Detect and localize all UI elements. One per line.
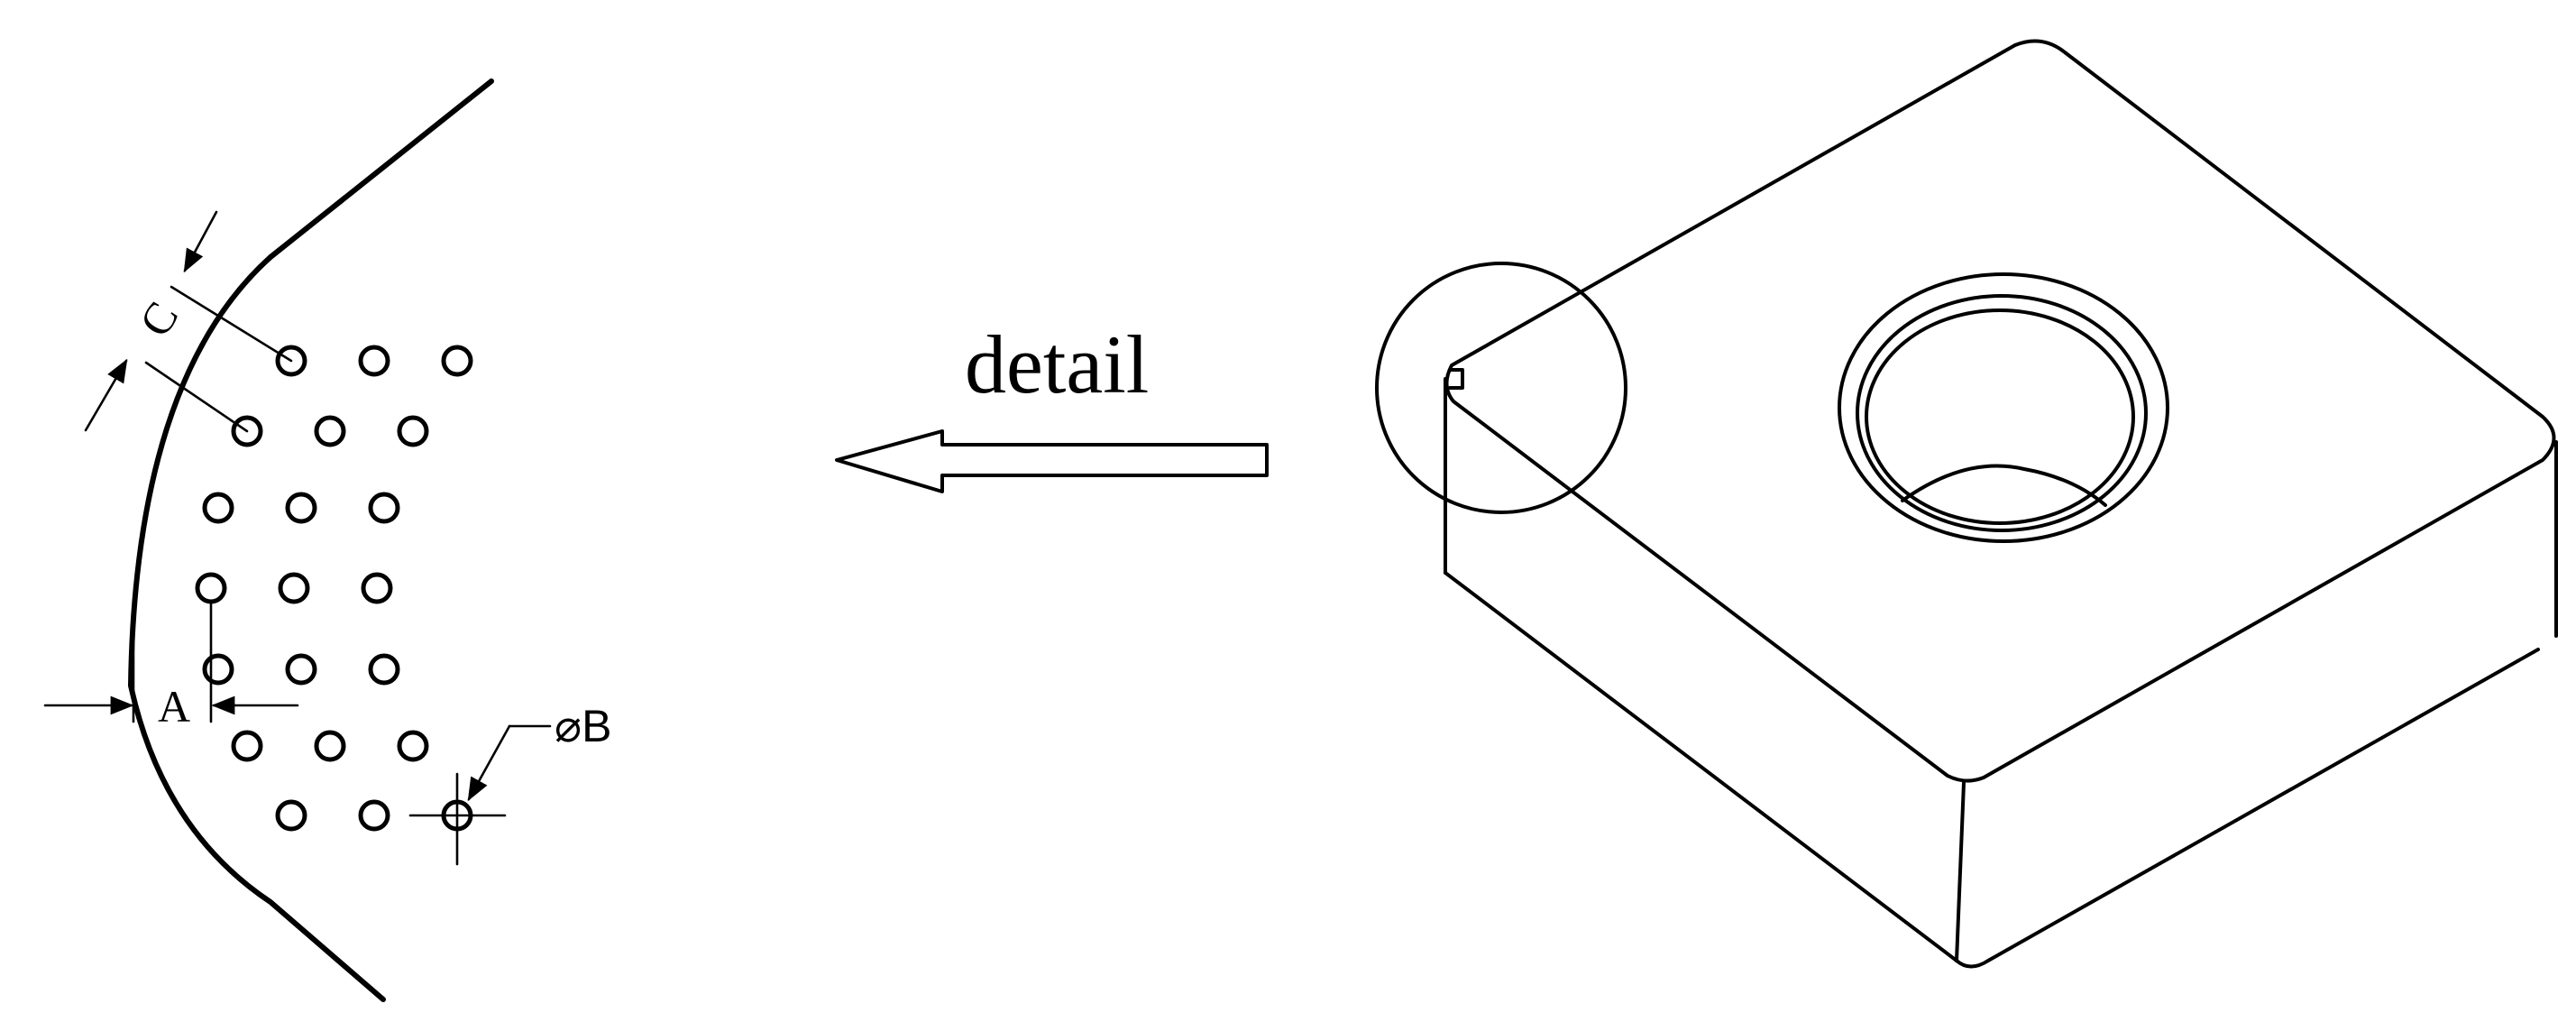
- detail-label: detail: [965, 318, 1149, 410]
- detail-callout: detail: [835, 318, 1269, 493]
- corner-texture-mark: [1448, 368, 1464, 390]
- texture-hole: [275, 799, 307, 832]
- texture-hole: [278, 572, 310, 604]
- dimension-a: A: [43, 600, 299, 732]
- texture-hole-array: [195, 345, 473, 832]
- insert-isometric-view: [1375, 39, 2558, 969]
- dimension-c: C: [84, 210, 293, 433]
- texture-hole: [231, 730, 263, 762]
- texture-hole: [441, 345, 473, 377]
- texture-hole: [314, 730, 346, 762]
- texture-hole: [285, 492, 317, 524]
- insert-top-face: [1444, 39, 2556, 783]
- texture-hole: [358, 799, 390, 832]
- insert-front-corner-edge: [1955, 781, 1966, 962]
- texture-hole: [195, 572, 227, 604]
- dimension-label-a: A: [158, 681, 190, 732]
- texture-hole: [285, 653, 317, 686]
- texture-hole: [314, 415, 346, 447]
- detail-view: C A ⌀B: [43, 78, 611, 1002]
- texture-hole: [231, 415, 263, 447]
- texture-hole: [397, 730, 429, 762]
- texture-hole: [361, 572, 393, 604]
- detail-circle-marker: [1375, 262, 1627, 514]
- insert-front-left-bottom-edge: [1444, 571, 1958, 962]
- texture-hole: [368, 653, 400, 686]
- texture-hole: [202, 492, 234, 524]
- dimension-label-b: ⌀B: [555, 701, 611, 751]
- dimension-b: ⌀B: [408, 701, 611, 866]
- texture-hole: [368, 492, 400, 524]
- texture-hole: [275, 345, 307, 377]
- insert-front-right-bottom-edge: [1955, 648, 2540, 969]
- texture-hole: [202, 653, 234, 686]
- center-hole: [1838, 272, 2169, 543]
- texture-hole: [397, 415, 429, 447]
- cutting-edge-profile: [128, 78, 494, 1002]
- left-arrow: [835, 429, 1269, 493]
- texture-hole: [358, 345, 390, 377]
- dimension-label-c: C: [129, 293, 188, 345]
